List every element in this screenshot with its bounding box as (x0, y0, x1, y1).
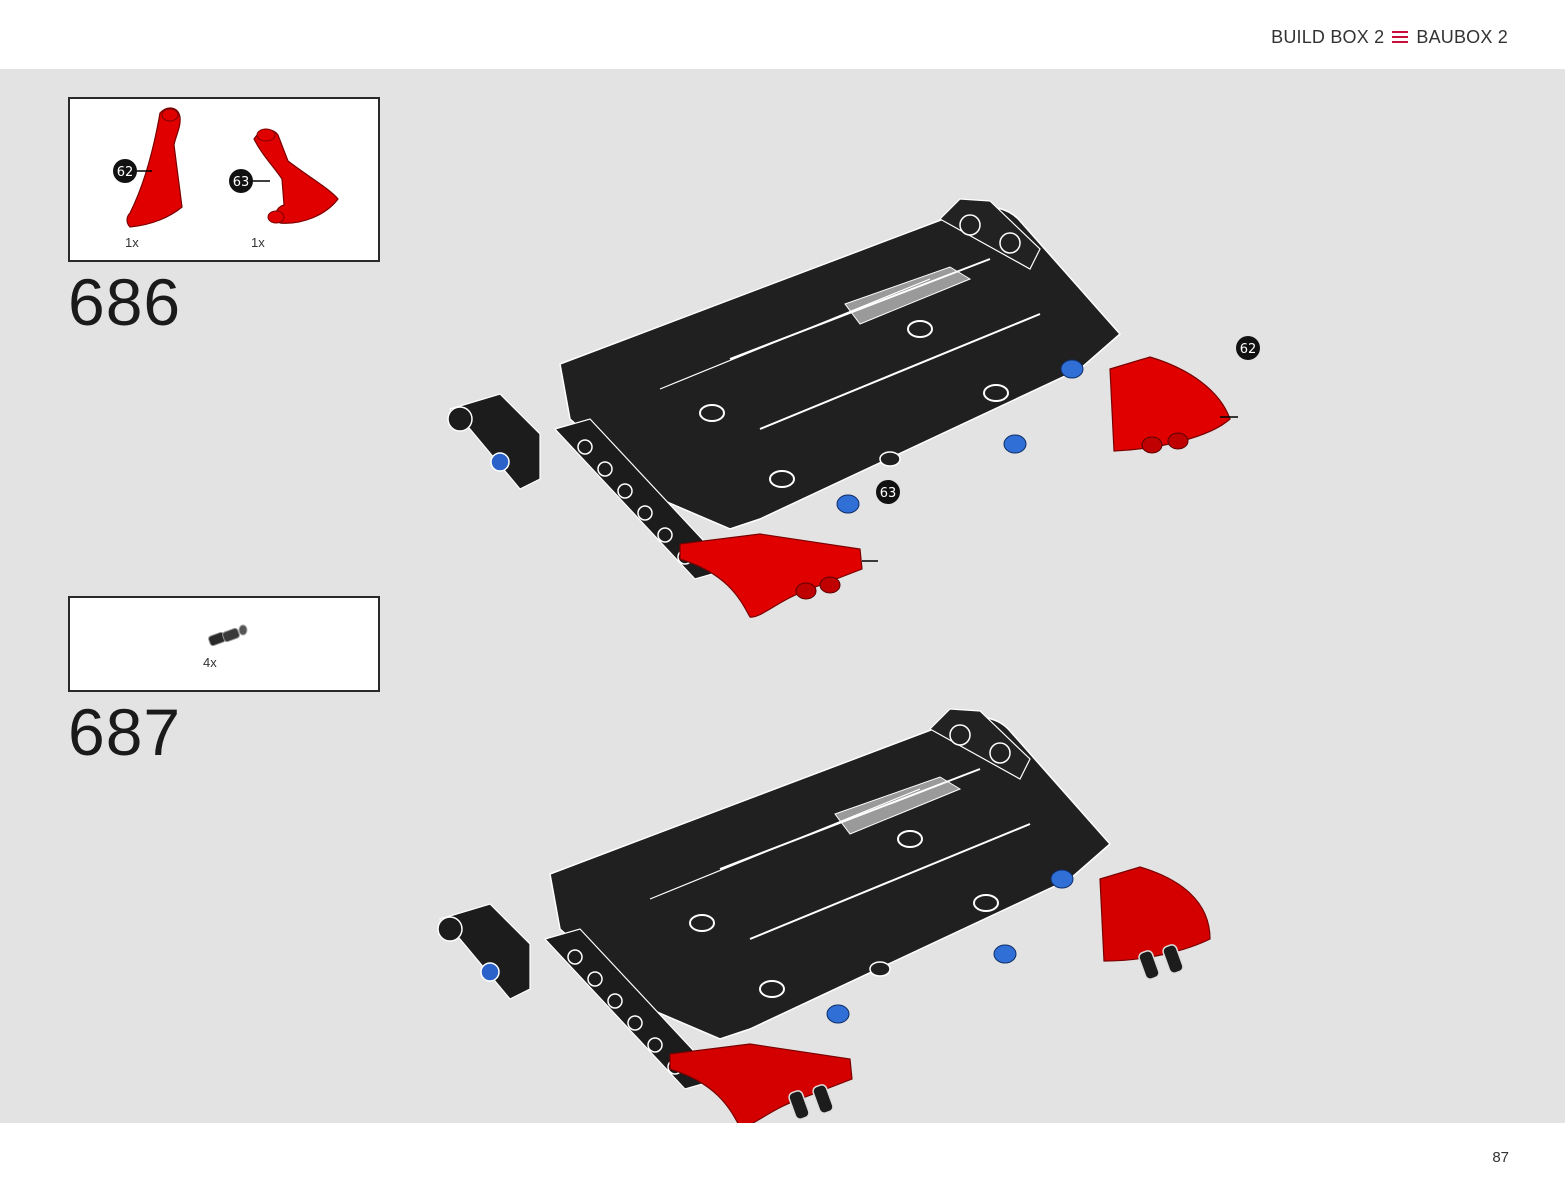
part-qty-62: 1x (125, 235, 139, 250)
page-header: BUILD BOX 2 BAUBOX 2 (0, 0, 1565, 69)
assembly-callout-63: 63 (876, 480, 900, 504)
page-number: 87 (1492, 1149, 1509, 1166)
part-62-illustration (126, 107, 339, 228)
header-title: BUILD BOX 2 BAUBOX 2 (1271, 24, 1508, 50)
svg-text:63: 63 (233, 175, 250, 190)
connector-pin-illustration (208, 624, 248, 647)
part-callout-62: 62 (113, 159, 137, 183)
triple-bar-icon (1392, 31, 1409, 43)
header-label-en: BUILD BOX 2 (1271, 26, 1385, 47)
svg-text:62: 62 (1240, 342, 1257, 357)
step-number-687: 687 (68, 695, 182, 769)
assembly-illustration-686 (447, 198, 1238, 618)
parts-box-686: 62 63 1x 1x (68, 97, 380, 262)
svg-text:62: 62 (117, 165, 134, 180)
part-qty-63: 1x (251, 235, 265, 250)
parts-box-687: 4x (68, 596, 380, 692)
part-qty-connector-pin: 4x (203, 655, 217, 670)
assembly-illustration-687 (437, 708, 1211, 1128)
assembly-callout-62: 62 (1236, 336, 1260, 360)
instruction-area: 62 63 1x 1x 686 (0, 69, 1565, 1128)
header-label-de: BAUBOX 2 (1416, 26, 1508, 47)
step-number-686: 686 (68, 265, 182, 339)
page-footer: 87 (0, 1123, 1565, 1191)
part-callout-63: 63 (229, 169, 253, 193)
svg-text:63: 63 (880, 486, 897, 501)
